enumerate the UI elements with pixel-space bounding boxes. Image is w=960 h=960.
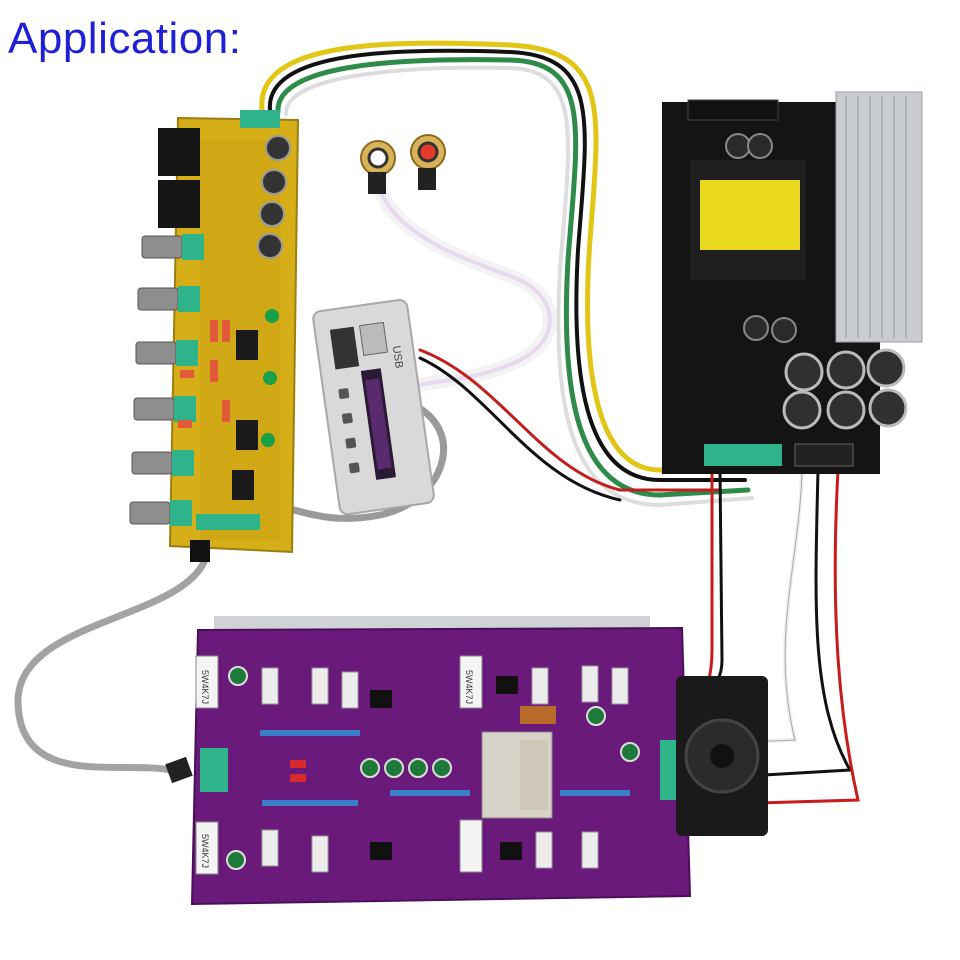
page-heading: Application: xyxy=(8,14,242,63)
amp-resistor-mark-1: 5W4K7J xyxy=(200,670,210,704)
cooling-fan xyxy=(676,676,768,836)
tone-control-board xyxy=(129,110,300,562)
amp-resistor-mark-2: 5W4K7J xyxy=(464,670,474,704)
bluetooth-usb-decoder-module: USB xyxy=(312,299,435,516)
input-connector xyxy=(165,756,193,784)
decoder-usb-text: USB xyxy=(390,345,405,369)
power-supply-board xyxy=(662,91,923,474)
amp-resistor-mark-3: 5W4K7J xyxy=(200,834,210,868)
rca-input-jacks xyxy=(360,134,446,194)
amplifier-board: 5W4K7J 5W4K7J 5W4K7J xyxy=(190,616,692,906)
